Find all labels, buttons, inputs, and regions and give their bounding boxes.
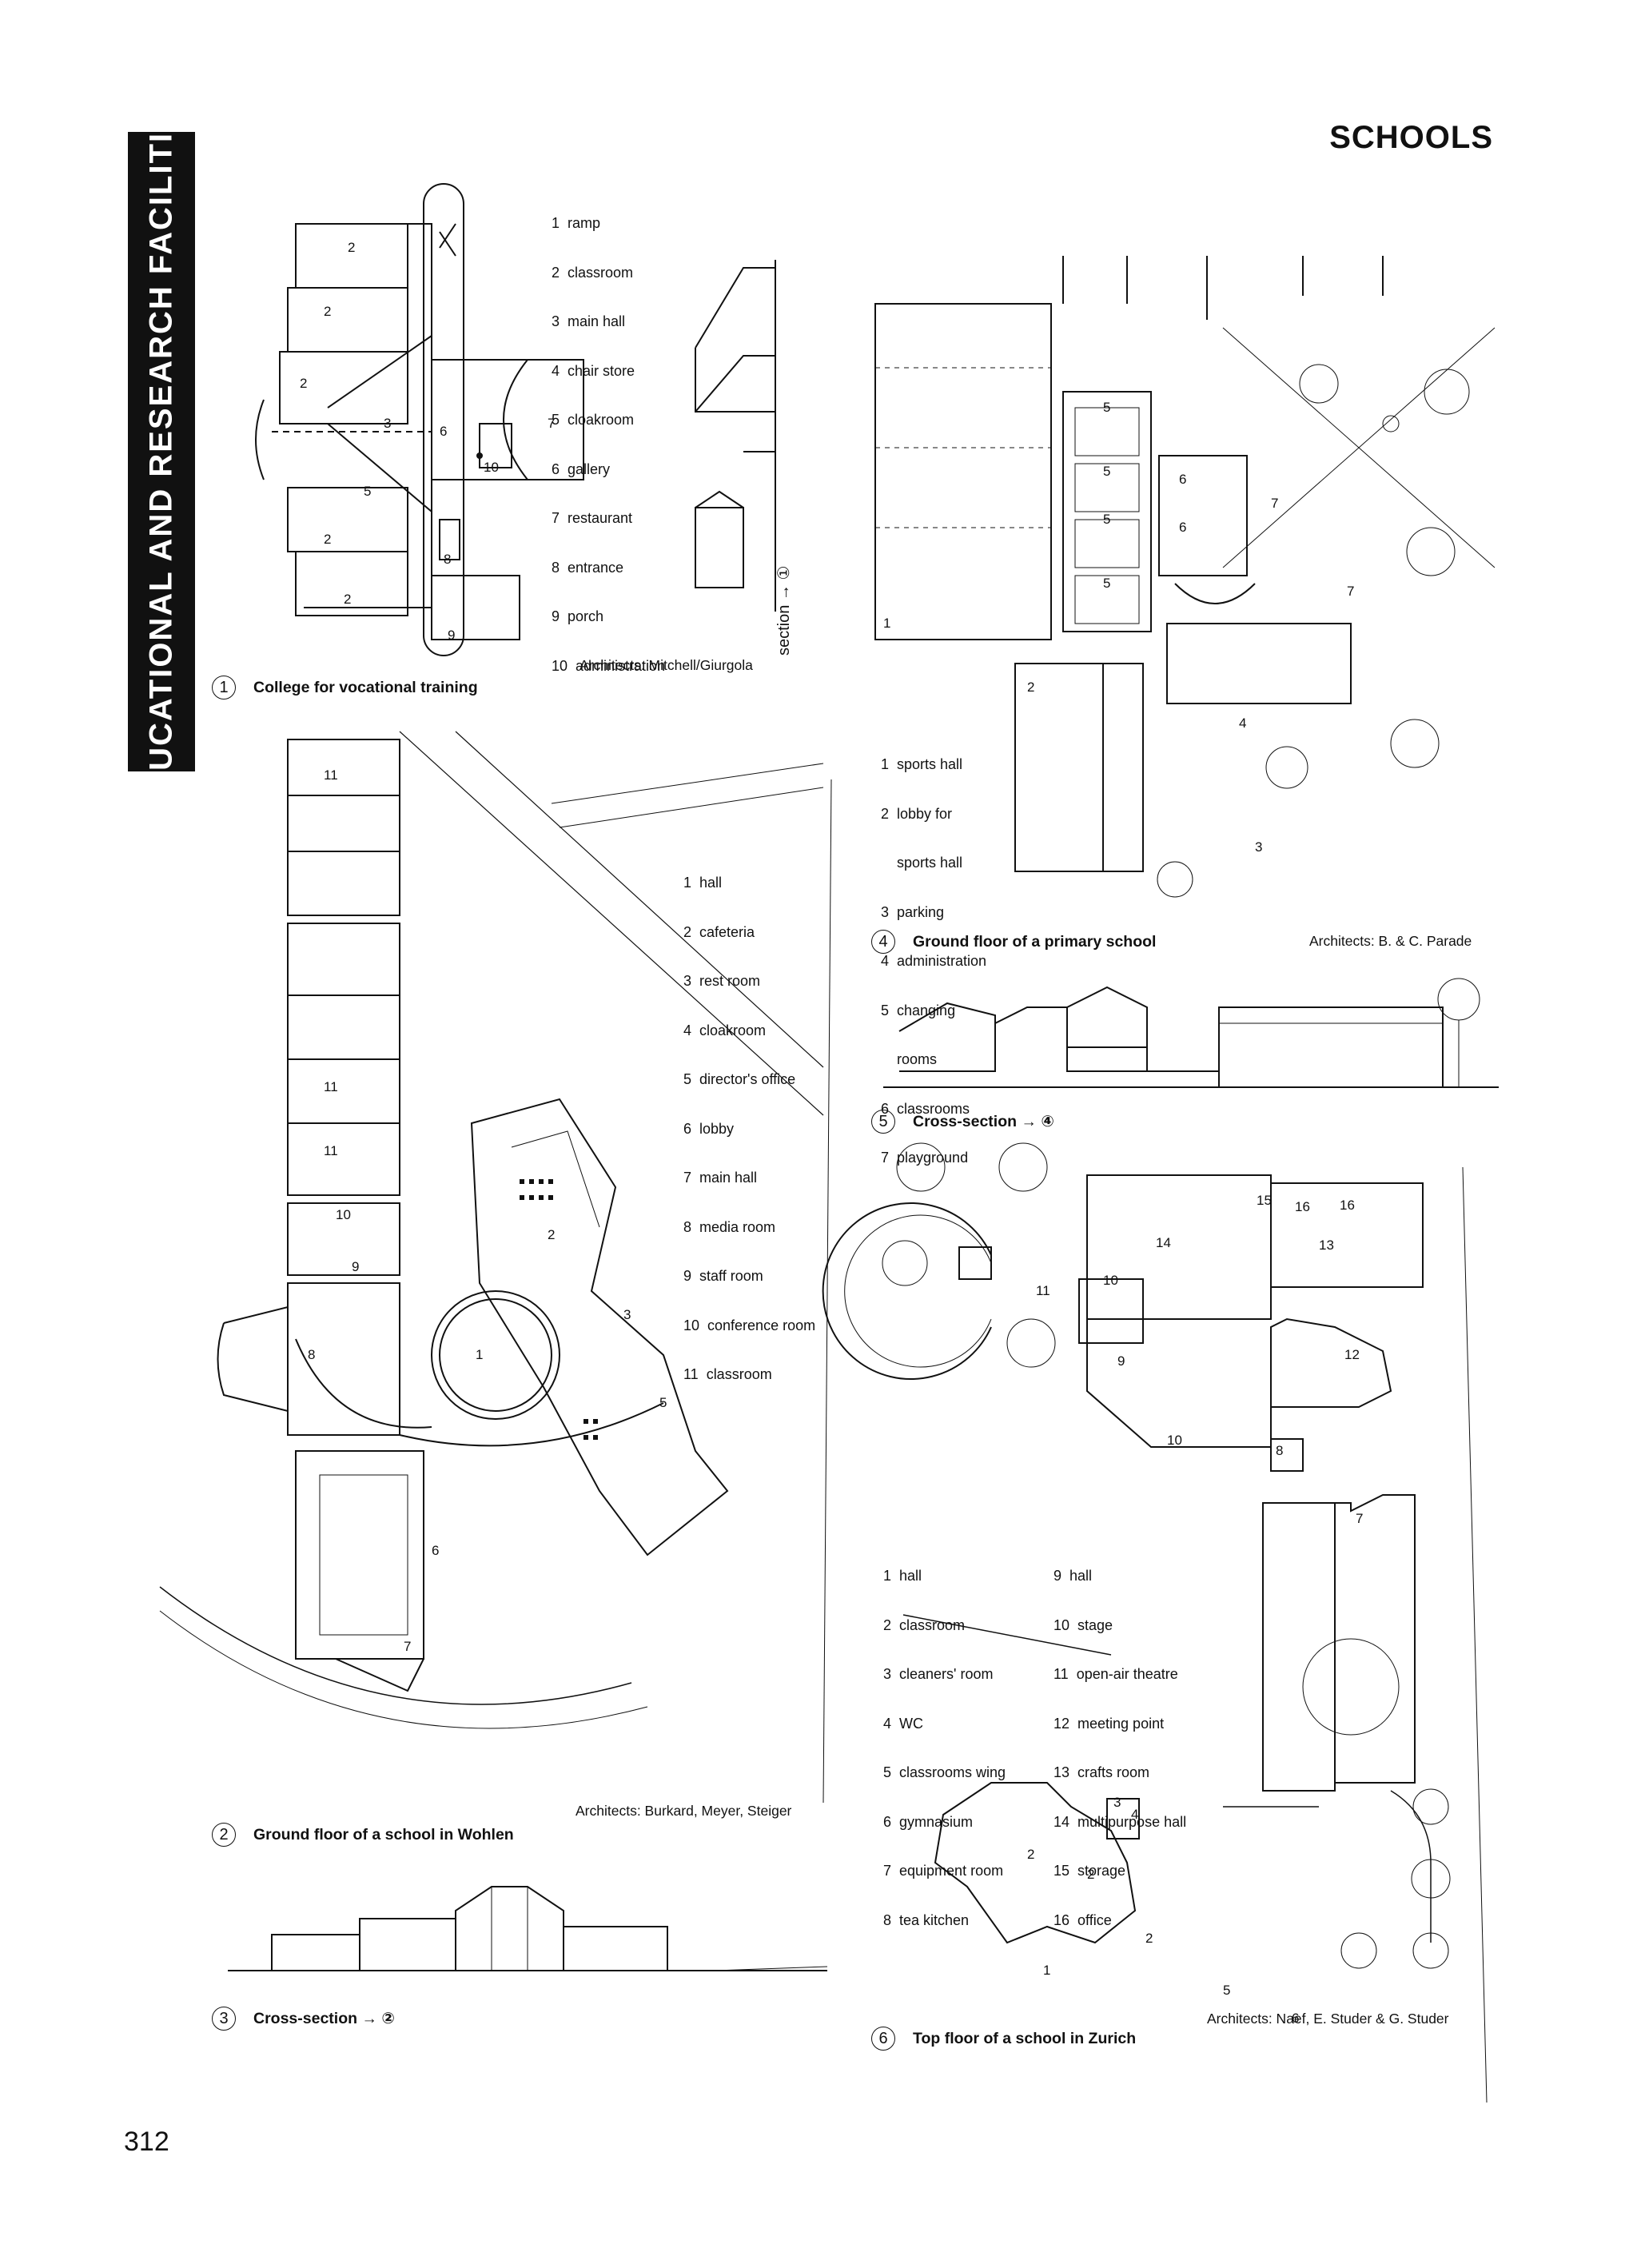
- fig1-legend-item: 2 classroom: [552, 264, 634, 281]
- fig6-legend-item: 4 WC: [883, 1715, 924, 1732]
- fig3-number: 3: [212, 2007, 236, 2031]
- fig1-caption: 1 College for vocational training: [212, 676, 478, 700]
- fig4-architects: Architects: B. & C. Parade: [1309, 933, 1472, 949]
- fig5-caption-text: Cross-section → ④: [913, 1113, 1054, 1130]
- fig1-legend-item: 4 chair store: [552, 362, 635, 379]
- fig6-legend-item: 1 hall: [883, 1568, 922, 1584]
- fig4-legend: 1 sports hall 2 lobby for sports hall 3 …: [881, 723, 986, 1182]
- fig4-legend-item: sports hall: [881, 855, 963, 871]
- fig4-legend-item: 7 playground: [881, 1150, 969, 1166]
- fig6-caption: 6 Top floor of a school in Zurich: [871, 2027, 1136, 2051]
- fig1-legend-item: 6 gallery: [552, 460, 611, 477]
- fig4-legend-item: 3 parking: [881, 903, 945, 920]
- fig6-architects: Architects: Naef, E. Studer & G. Studer: [1207, 2011, 1449, 2027]
- fig6-legend-item: 12 meeting point: [1053, 1715, 1165, 1732]
- fig1-legend: 1 ramp 2 classroom 3 main hall 4 chair s…: [552, 182, 665, 691]
- fig6-legend-left: 1 hall 2 classroom 3 cleaners' room 4 WC…: [883, 1535, 1006, 1945]
- fig2-caption-text: Ground floor of a school in Wohlen: [253, 1825, 514, 1843]
- fig1-legend-item: 9 porch: [552, 608, 604, 624]
- page-title: SCHOOLS: [1329, 120, 1493, 155]
- fig6-legend-item: 2 classroom: [883, 1616, 966, 1633]
- fig2-legend-item: 8 media room: [683, 1218, 776, 1235]
- fig1-plan-drawing: [240, 176, 687, 672]
- fig6-legend-item: 7 equipment room: [883, 1863, 1004, 1879]
- fig4-legend-item: 4 administration: [881, 953, 987, 969]
- fig1-legend-item: 8 entrance: [552, 559, 624, 576]
- fig1-section-drawing: [687, 252, 783, 612]
- fig1-legend-item: 3 main hall: [552, 313, 626, 329]
- fig6-legend-item: 6 gymnasium: [883, 1813, 974, 1830]
- fig2-legend: 1 hall 2 cafeteria 3 rest room 4 cloakro…: [683, 842, 815, 1399]
- fig2-architects: Architects: Burkard, Meyer, Steiger: [576, 1803, 792, 1819]
- fig3-caption: 3 Cross-section → ②: [212, 2007, 395, 2031]
- fig6-caption-text: Top floor of a school in Zurich: [913, 2029, 1137, 2047]
- fig4-legend-item: 6 classrooms: [881, 1100, 970, 1117]
- fig6-legend-item: 10 stage: [1053, 1616, 1113, 1633]
- fig4-room-labels: 1 2 3 4 5 5 5 5 6 6 7 7: [883, 400, 1355, 855]
- fig5-caption: 5 Cross-section → ④: [871, 1110, 1054, 1134]
- fig2-legend-item: 5 director's office: [683, 1071, 796, 1087]
- fig2-legend-item: 1 hall: [683, 875, 723, 891]
- fig2-legend-item: 10 conference room: [683, 1317, 816, 1333]
- fig1-caption-text: College for vocational training: [253, 678, 478, 696]
- fig6-legend-item: 9 hall: [1053, 1568, 1093, 1584]
- fig2-room-labels: 11 11 11 10 9 8 1 2 3 5 6 7: [308, 767, 667, 1654]
- fig4-legend-item: 2 lobby for: [881, 805, 953, 822]
- page-number: 312: [124, 2126, 169, 2157]
- fig4-caption-text: Ground floor of a primary school: [913, 932, 1157, 951]
- fig5-number: 5: [871, 1110, 895, 1134]
- section-title: EDUCATIONAL AND RESEARCH FACILITIES: [143, 86, 179, 818]
- fig2-legend-item: 11 classroom: [683, 1366, 772, 1382]
- fig6-plan-drawing: [871, 1143, 1503, 2119]
- fig2-legend-item: 9 staff room: [683, 1268, 763, 1284]
- section-sidebar: EDUCATIONAL AND RESEARCH FACILITIES: [128, 86, 195, 818]
- fig2-plan-drawing: [216, 731, 823, 1803]
- fig5-section-drawing: [883, 975, 1499, 1107]
- fig6-room-labels: 1 2 2 2 3 4 5 6 7 8 9 10 10 11 12 13 14 …: [1027, 1193, 1364, 2026]
- fig4-legend-item: 1 sports hall: [881, 756, 963, 772]
- fig2-number: 2: [212, 1823, 236, 1847]
- fig1-legend-item: 7 restaurant: [552, 510, 633, 526]
- fig1-legend-item: 10 administration: [552, 657, 666, 674]
- fig6-legend-item: 8 tea kitchen: [883, 1911, 970, 1928]
- fig6-legend-item: 14 multipurpose hall: [1053, 1813, 1187, 1830]
- fig6-legend-right: 9 hall 10 stage 11 open-air theatre 12 m…: [1053, 1535, 1186, 1945]
- fig4-legend-item: 5 changing: [881, 1002, 956, 1018]
- fig6-legend-item: 11 open-air theatre: [1053, 1666, 1178, 1682]
- fig2-legend-item: 4 cloakroom: [683, 1022, 767, 1038]
- fig6-legend-item: 16 office: [1053, 1911, 1112, 1928]
- fig6-number: 6: [871, 2027, 895, 2051]
- fig4-number: 4: [871, 930, 895, 954]
- fig6-legend-item: 15 storage: [1053, 1863, 1126, 1879]
- fig1-number: 1: [212, 676, 236, 700]
- fig2-legend-item: 3 rest room: [683, 973, 761, 989]
- fig2-caption: 2 Ground floor of a school in Wohlen: [212, 1823, 514, 1847]
- fig1-legend-item: 1 ramp: [552, 215, 601, 231]
- fig4-plan-drawing: [871, 248, 1495, 895]
- fig2-legend-item: 6 lobby: [683, 1120, 735, 1137]
- fig3-section-drawing: [228, 1871, 835, 1979]
- fig4-caption: 4 Ground floor of a primary school: [871, 930, 1156, 954]
- fig6-legend-item: 13 crafts room: [1053, 1764, 1150, 1780]
- fig6-legend-item: 3 cleaners' room: [883, 1666, 994, 1682]
- fig1-architects: Architects: Mitchell/Giurgola: [580, 657, 753, 673]
- fig1-legend-item: 5 cloakroom: [552, 412, 635, 428]
- fig2-legend-item: 7 main hall: [683, 1170, 758, 1186]
- fig1-room-labels: 2 2 2 3 6 7 10 5 2 2 8 9: [300, 240, 556, 643]
- fig6-legend-item: 5 classrooms wing: [883, 1764, 1006, 1780]
- fig4-legend-item: rooms: [881, 1051, 938, 1067]
- fig1-section-label: section → ①: [775, 565, 793, 656]
- fig2-legend-item: 2 cafeteria: [683, 923, 755, 940]
- fig3-caption-text: Cross-section → ②: [253, 2010, 395, 2027]
